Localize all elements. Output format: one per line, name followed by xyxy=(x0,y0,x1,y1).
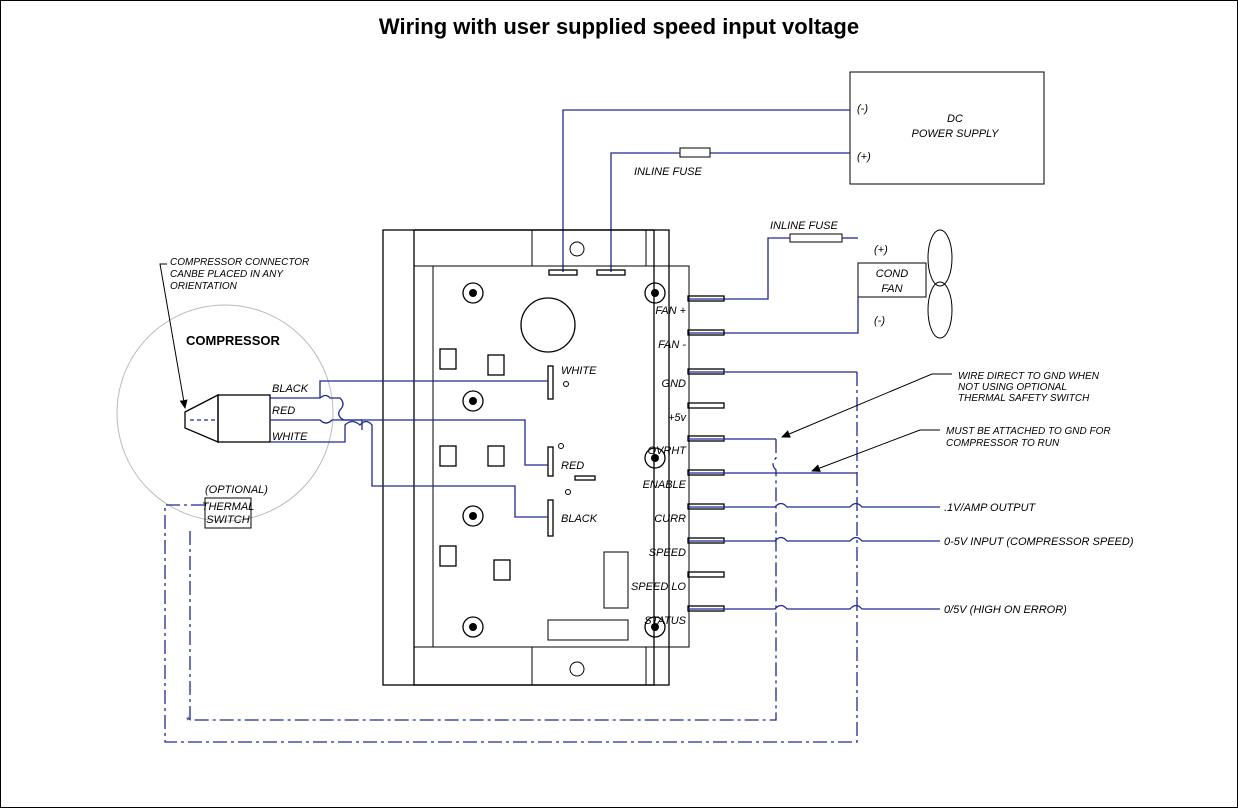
pin-label-5v: +5v xyxy=(668,412,688,424)
wire-red-run xyxy=(270,419,548,466)
comp-wire-black: BLACK xyxy=(272,383,309,395)
mounting-screws xyxy=(462,282,666,638)
note-enable-line1: MUST BE ATTACHED TO GND FOR xyxy=(946,426,1111,437)
fan-neg-wire xyxy=(688,297,859,334)
compressor-wires xyxy=(270,380,548,518)
note-status: 0/5V (HIGH ON ERROR) xyxy=(944,604,1067,616)
pin-label-curr: CURR xyxy=(654,513,686,525)
capacitor xyxy=(520,297,576,353)
pin-5v xyxy=(687,402,725,409)
pin-label-status: STATUS xyxy=(644,615,686,627)
fan-line1: COND xyxy=(876,268,908,280)
wire-white-run xyxy=(319,380,548,398)
note-gnd-arrow xyxy=(781,373,952,438)
compressor-note-arrow xyxy=(159,263,188,409)
terminal-white-label: WHITE xyxy=(561,365,597,377)
dc-power-supply: (-) (+) DC POWER SUPPLY xyxy=(849,71,1045,185)
pin-label-fan: FAN + xyxy=(655,305,686,317)
fan-neg-label: (-) xyxy=(874,315,885,327)
pin-label-speed-lo: SPEED LO xyxy=(631,581,686,593)
pin-label-enable: ENABLE xyxy=(643,479,687,491)
fan-pos-label: (+) xyxy=(874,244,888,256)
note-speed: 0-5V INPUT (COMPRESSOR SPEED) xyxy=(944,536,1134,548)
pin-label-fan: FAN - xyxy=(658,339,686,351)
right-notes: WIRE DIRECT TO GND WHEN NOT USING OPTION… xyxy=(781,371,1134,616)
inline-fuse-top xyxy=(679,147,711,158)
fuse-top-label: INLINE FUSE xyxy=(634,166,703,178)
fan-line2: FAN xyxy=(881,283,902,295)
note-enable-line2: COMPRESSOR TO RUN xyxy=(946,438,1060,449)
note-curr: .1V/AMP OUTPUT xyxy=(944,502,1037,514)
compressor-note-line2: CANBE PLACED IN ANY xyxy=(170,269,284,280)
inline-fuse-fan xyxy=(789,233,843,243)
pin-label-ovrht: OVRHT xyxy=(648,445,688,457)
wire-black-run xyxy=(270,420,548,518)
terminal-red-label: RED xyxy=(561,460,584,472)
fan-blade-top xyxy=(927,229,953,287)
compressor-note-line1: COMPRESSOR CONNECTOR xyxy=(170,257,309,268)
thermal-switch xyxy=(204,497,252,529)
power-wires: INLINE FUSE xyxy=(562,109,850,272)
pin-fan xyxy=(687,329,725,336)
ps-pos-label: (+) xyxy=(857,151,871,163)
thermal-line1: THERMAL xyxy=(202,501,255,513)
note-gnd-line1: WIRE DIRECT TO GND WHEN xyxy=(958,371,1100,382)
pin-speed-lo xyxy=(687,571,725,578)
ps-line2: POWER SUPPLY xyxy=(911,128,999,140)
board-components xyxy=(439,348,629,641)
signal-wires: * xyxy=(164,371,940,743)
compressor-area: COMPRESSOR CONNECTOR CANBE PLACED IN ANY… xyxy=(116,257,334,529)
diagram-title: Wiring with user supplied speed input vo… xyxy=(378,14,860,39)
note-gnd-line2: NOT USING OPTIONAL xyxy=(958,382,1067,393)
terminal-black-label: BLACK xyxy=(561,513,598,525)
ps-pos-wire-left xyxy=(610,152,680,272)
comp-wire-white: WHITE xyxy=(272,431,308,443)
note-gnd-line3: THERMAL SAFETY SWITCH xyxy=(958,393,1090,404)
compressor-circle xyxy=(116,304,334,522)
note-enable-arrow xyxy=(811,429,940,472)
fuse-fan-label: INLINE FUSE xyxy=(770,220,839,232)
comp-wire-red: RED xyxy=(272,405,295,417)
fan-pos-wire xyxy=(688,237,790,300)
thermal-line2: SWITCH xyxy=(206,514,249,526)
compressor-note-line3: ORIENTATION xyxy=(170,281,238,292)
pin-label-speed: SPEED xyxy=(649,547,686,559)
ps-neg-wire xyxy=(562,109,850,272)
compressor-connector xyxy=(184,393,219,443)
ps-neg-label: (-) xyxy=(857,103,868,115)
fan-blade-bottom xyxy=(927,281,953,339)
thermal-optional: (OPTIONAL) xyxy=(205,484,268,496)
pin-label-gnd: GND xyxy=(662,378,687,390)
pin-fan xyxy=(687,295,725,302)
ps-line1: DC xyxy=(947,113,963,125)
compressor-title: COMPRESSOR xyxy=(186,333,281,348)
svg-text:*: * xyxy=(186,715,191,727)
cond-fan: COND FAN (+) (-) INLINE FUSE xyxy=(688,220,953,339)
controller-board: WHITE RED BLACK xyxy=(382,229,690,686)
